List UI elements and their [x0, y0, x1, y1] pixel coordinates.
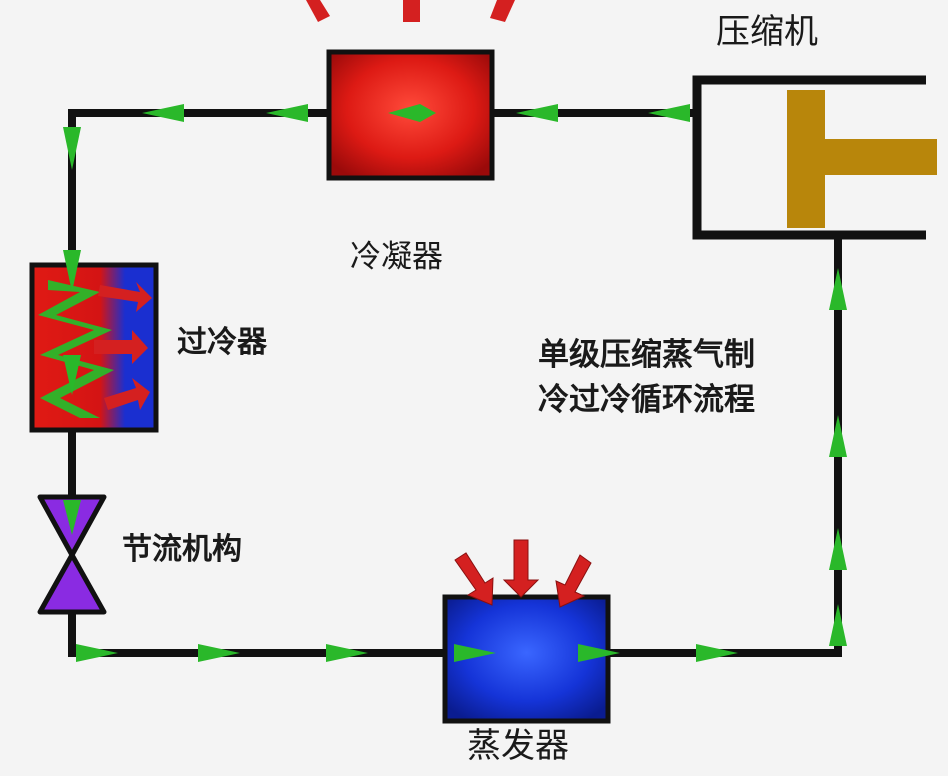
subcooler-label: 过冷器 [177, 325, 267, 360]
condenser-label: 冷凝器 [350, 239, 443, 275]
evaporator [442, 539, 611, 724]
condenser [306, 0, 515, 181]
compressor-label: 压缩机 [716, 12, 818, 52]
evaporator-label: 蒸发器 [467, 726, 569, 766]
subcooler [29, 262, 159, 433]
flow-direction-arrows [63, 104, 847, 662]
flow-arrow [266, 104, 308, 122]
flow-arrow [829, 415, 847, 457]
flow-arrow [454, 644, 496, 662]
heat-out-arrows [306, 0, 515, 22]
subcooler-coil [38, 280, 114, 418]
flow-arrow [829, 528, 847, 570]
flow-arrow [829, 268, 847, 310]
condenser-internal-arrow [388, 104, 436, 122]
flow-arrow [142, 104, 184, 122]
flow-arrow [578, 644, 620, 662]
flow-arrow [198, 644, 240, 662]
valve-bottom-triangle [37, 552, 107, 615]
flow-arrow [696, 644, 738, 662]
flow-arrow [648, 104, 690, 122]
flow-arrow [326, 644, 368, 662]
flow-arrow [76, 644, 118, 662]
flow-arrow [829, 604, 847, 646]
flow-arrow [63, 250, 81, 292]
flow-arrow [63, 127, 81, 170]
diagram-title-line1: 单级压缩蒸气制 [538, 337, 755, 373]
subcooler-heat-arrows [94, 282, 152, 410]
flow-arrow [63, 500, 81, 535]
compressor [692, 75, 937, 240]
flow-arrow [516, 104, 558, 122]
throttle-label: 节流机构 [122, 532, 242, 567]
compressor-piston-head [787, 139, 937, 175]
flow-arrow [63, 355, 81, 395]
heat-in-arrows [454, 539, 592, 608]
diagram-title-line2: 冷过冷循环流程 [538, 382, 755, 418]
